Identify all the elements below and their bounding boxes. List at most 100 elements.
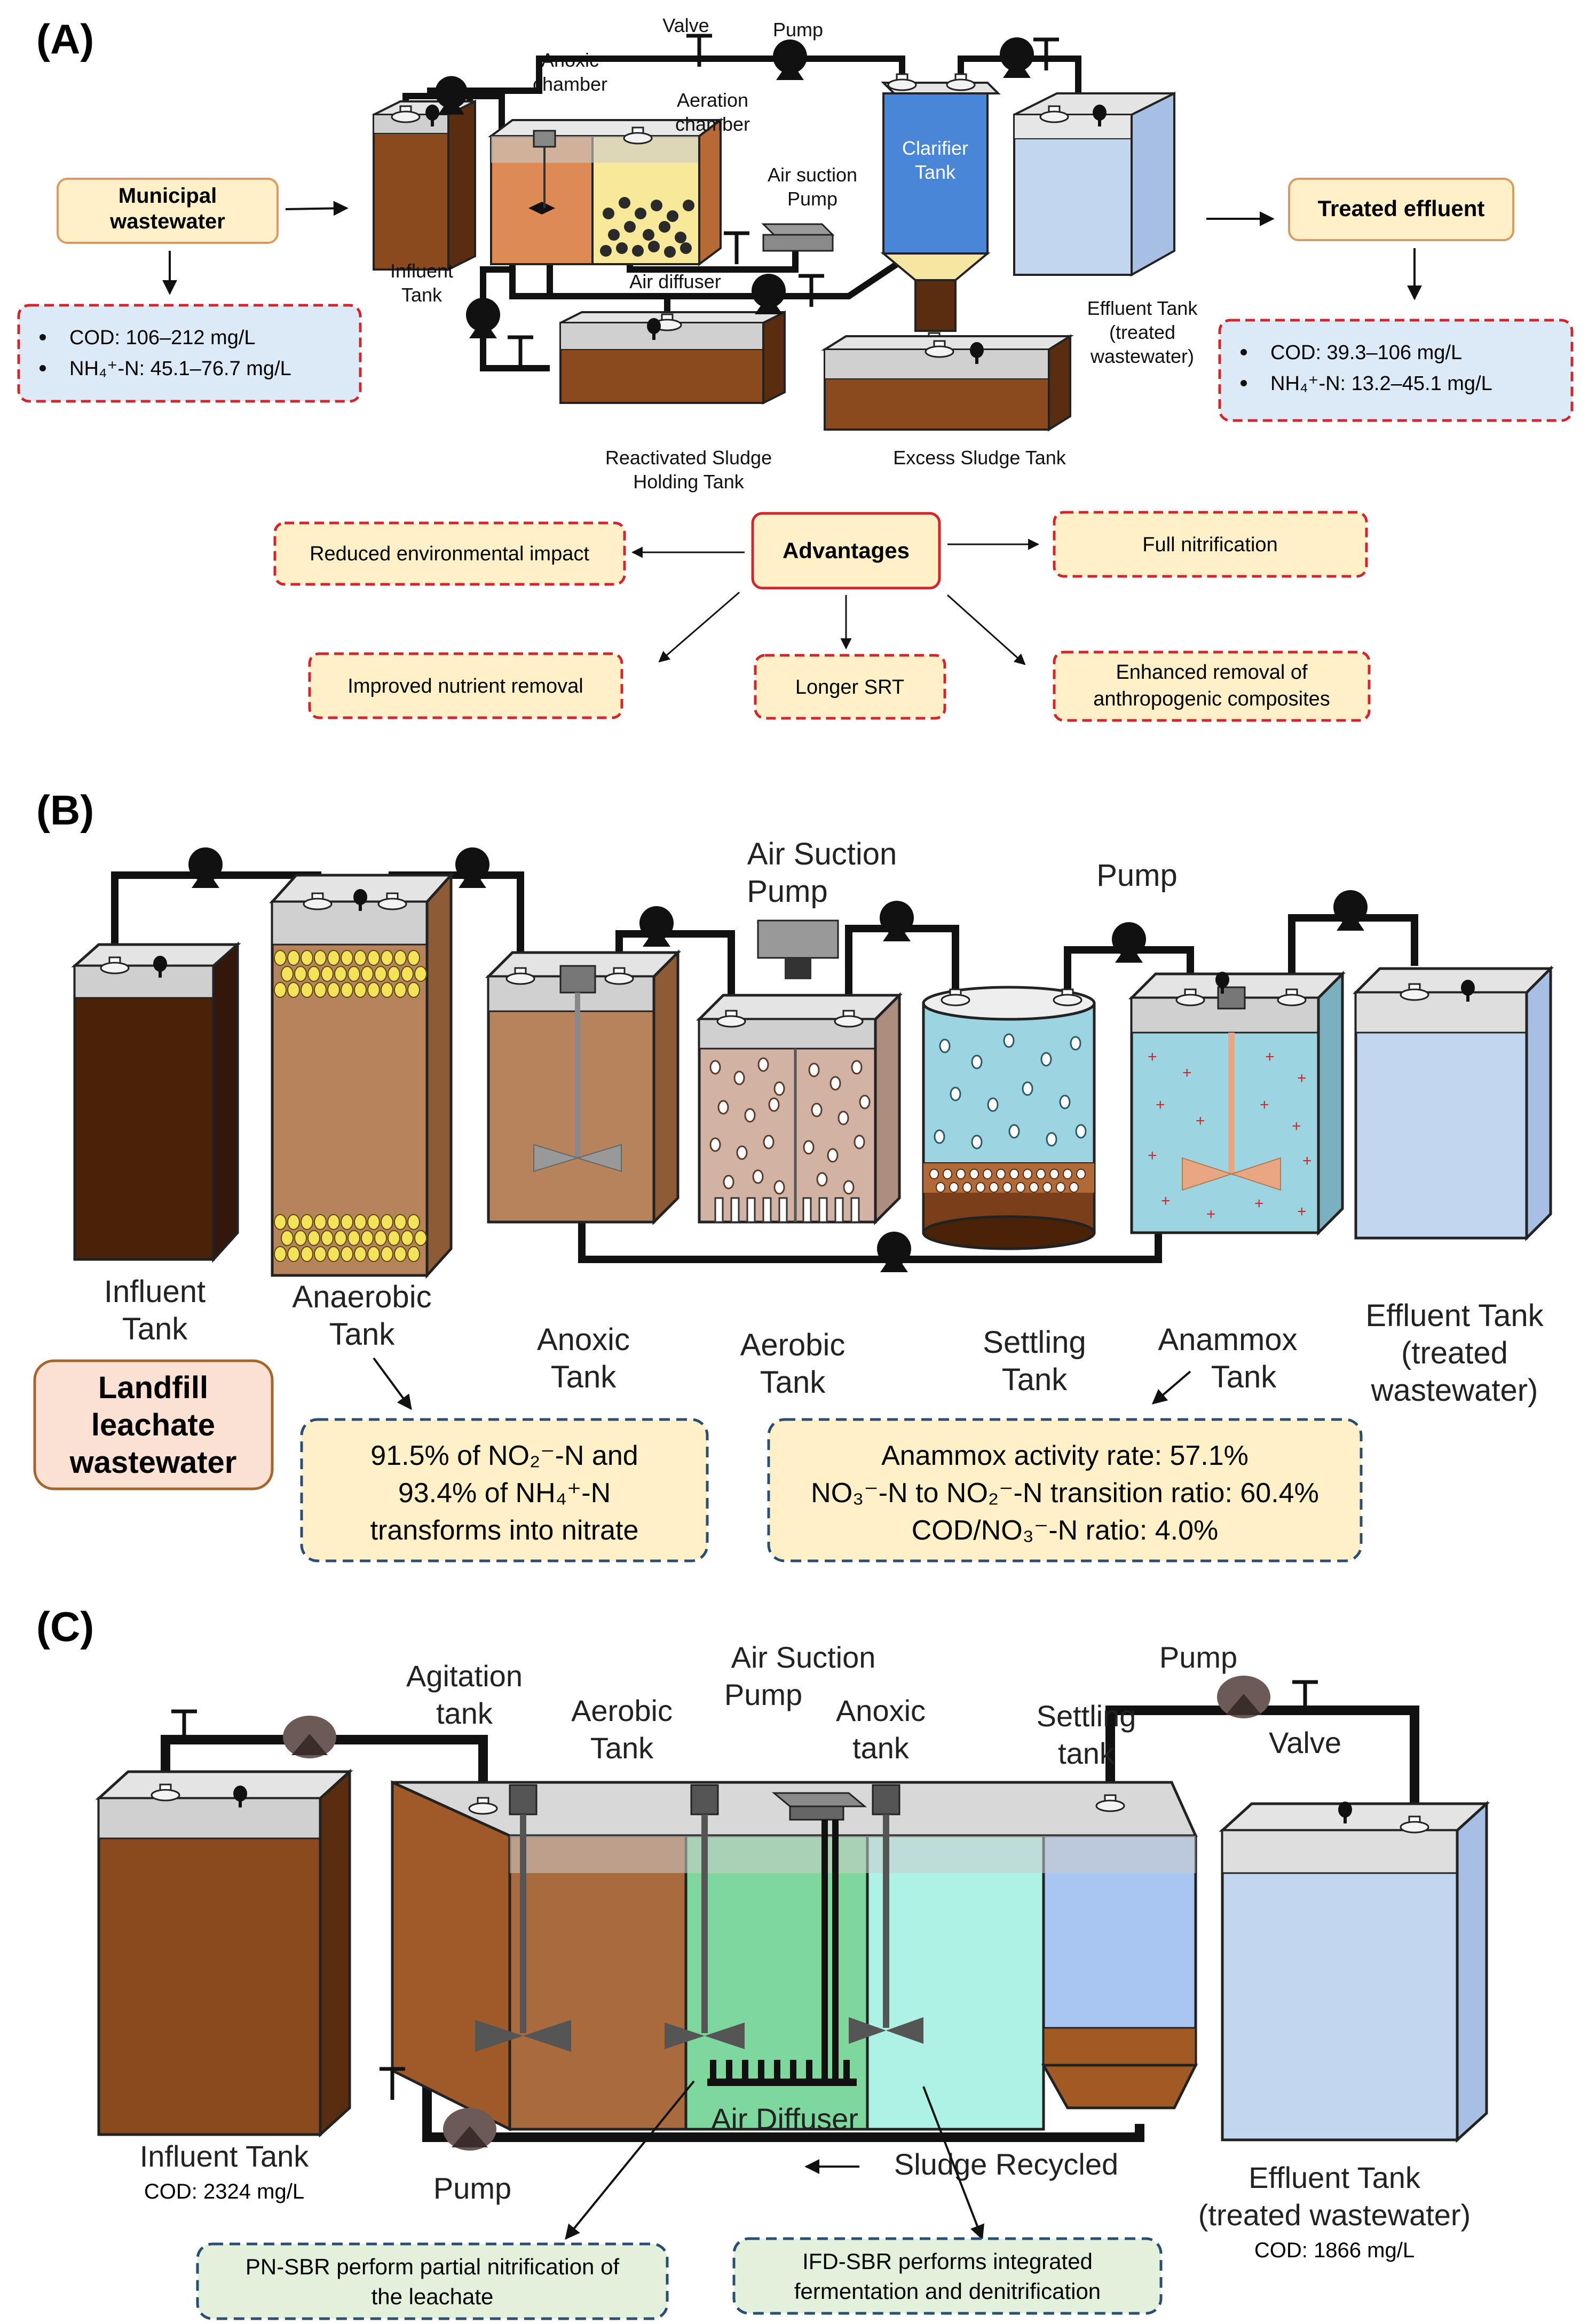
advantages-label: Advantages — [783, 538, 910, 563]
influent-nh4: NH₄⁺-N: 45.1–76.7 mg/L — [69, 358, 291, 380]
nitrification-line: 93.4% of NH₄⁺-N — [398, 1478, 611, 1509]
svg-text:+: + — [1156, 1096, 1165, 1114]
mixers-c — [475, 1784, 923, 2081]
anaerobic-media-bottom — [274, 1214, 427, 1262]
reactivated-sludge-label: Reactivated Sludge — [605, 447, 772, 469]
anammox-line: NO₃⁻-N to NO₂⁻-N transition ratio: 60.4% — [811, 1478, 1319, 1509]
anammox-tank-label: Anammox — [1158, 1322, 1297, 1357]
adv-box — [754, 654, 946, 720]
air-suction-pump-label-b: Pump — [747, 874, 828, 909]
svg-text:+: + — [1260, 1096, 1269, 1114]
anammox-line: COD/NO₃⁻-N ratio: 4.0% — [912, 1515, 1219, 1546]
settling-tank-label-b: Settling — [983, 1325, 1086, 1360]
landfill-label: leachate — [91, 1408, 215, 1442]
effluent-cod: COD: 39.3–106 mg/L — [1270, 342, 1462, 364]
pump-icon — [455, 847, 489, 888]
svg-text:+: + — [1161, 1192, 1171, 1210]
excess-sludge-label: Excess Sludge Tank — [893, 447, 1066, 469]
anoxic-tank-b — [485, 949, 682, 1226]
municipal-label: wastewater — [109, 210, 225, 233]
aerobic-bubbles-b — [709, 1057, 871, 1195]
anammox-tank-label: Tank — [1211, 1360, 1277, 1394]
pn-sbr-line: the leachate — [372, 2284, 494, 2309]
aerobic-tank-label-b: Tank — [760, 1365, 826, 1400]
influent-cod-c: COD: 2324 mg/L — [144, 2180, 304, 2203]
pump-icon — [1112, 922, 1146, 963]
sludge-recycled-label: Sludge Recycled — [894, 2147, 1118, 2181]
panel-b: (B) — [33, 787, 1554, 1562]
treated-effluent-box: Treated effluent — [1288, 178, 1514, 241]
anaerobic-media-top — [274, 950, 427, 998]
valve-icon — [508, 336, 533, 368]
pump-icon — [639, 906, 674, 947]
influent-tank-label-c: Influent Tank — [140, 2139, 310, 2173]
air-diffuser-c — [707, 2060, 857, 2086]
effluent-tank-label-a: Effluent Tank — [1087, 297, 1198, 319]
ifd-sbr-line: IFD-SBR performs integrated — [802, 2249, 1093, 2274]
anoxic-chamber-label: Anoxic — [541, 49, 599, 71]
arrow-adv-5 — [946, 594, 1026, 665]
anammox-particles: ++++ ++++ ++++++ — [1148, 1048, 1312, 1223]
adv-box — [273, 521, 626, 586]
pipe-b-return — [578, 1222, 1162, 1263]
pump-label-a: Pump — [773, 19, 823, 41]
svg-text:+: + — [1265, 1048, 1275, 1066]
air-suction-pump-label-a: Pump — [787, 188, 837, 210]
agitation-tank-label: Agitation — [406, 1659, 523, 1693]
anoxic-chamber-label: chamber — [533, 73, 607, 95]
air-suction-pump-label-a: Air suction — [768, 164, 857, 186]
pump-top-label-c: Pump — [1159, 1640, 1237, 1674]
effluent-quality-box: COD: 39.3–106 mg/L NH₄⁺-N: 13.2–45.1 mg/… — [1218, 319, 1574, 422]
aerobic-tank-label-c: Aerobic — [571, 1694, 673, 1727]
svg-text:+: + — [1148, 1147, 1157, 1164]
effluent-tank-c — [1219, 1802, 1490, 2143]
valve-icon — [724, 232, 749, 264]
pump-icon — [877, 1232, 911, 1272]
adv-improved-nutrient: Improved nutrient removal — [347, 675, 583, 697]
air-diffuser-label-a: Air diffuser — [629, 271, 721, 292]
svg-text:+: + — [1254, 1195, 1264, 1212]
aerobic-tank-label-c: Tank — [590, 1731, 654, 1765]
pump-icon — [466, 298, 500, 338]
pn-sbr-box: PN-SBR perform partial nitrification of … — [196, 2242, 669, 2320]
pump-icon — [1000, 37, 1034, 78]
pump-icon — [1217, 1676, 1270, 1718]
valve-label-c: Valve — [1269, 1726, 1341, 1759]
effluent-tank-b — [1352, 965, 1554, 1242]
reactivated-sludge-label: Holding Tank — [633, 471, 744, 493]
anaerobic-tank-label: Tank — [329, 1317, 396, 1352]
anoxic-tank-label-c: Anoxic — [836, 1694, 926, 1727]
panel-c: (C) — [36, 1603, 1490, 2320]
air-diffuser-label-c: Air Diffuser — [711, 2102, 858, 2136]
pump-bottom-label-c: Pump — [433, 2171, 511, 2205]
settling-tank-b — [922, 986, 1096, 1250]
effluent-tank-label-b: wastewater) — [1371, 1373, 1538, 1408]
effluent-tank-label-c: (treated wastewater) — [1198, 2198, 1471, 2232]
panel-a: (A) — [17, 14, 1574, 722]
pump-icon — [188, 847, 223, 888]
influent-tank-label-b: Tank — [122, 1312, 188, 1346]
arrow-pn-box — [565, 2080, 695, 2240]
landfill-box: Landfill leachate wastewater — [33, 1359, 274, 1490]
effluent-tank-a — [1013, 91, 1175, 277]
valve-icon — [799, 275, 824, 307]
aeration-bubbles-a — [600, 197, 694, 258]
anaerobic-tank-label: Anaerobic — [292, 1280, 431, 1314]
valve-label-a: Valve — [662, 14, 709, 36]
effluent-nh4: NH₄⁺-N: 13.2–45.1 mg/L — [1270, 372, 1492, 395]
nitrification-line: 91.5% of NO₂⁻-N and — [370, 1440, 638, 1471]
svg-text:+: + — [1206, 1205, 1216, 1223]
pump-icon — [1333, 890, 1368, 931]
nitrification-box: 91.5% of NO₂⁻-N and 93.4% of NH₄⁺-N tran… — [300, 1418, 709, 1562]
clarifier-label: Clarifier — [902, 137, 968, 159]
advantages-box: Advantages — [751, 512, 941, 590]
adv-enhanced-removal: Enhanced removal of — [1116, 661, 1308, 684]
settling-tank-label-c: Settling — [1037, 1699, 1136, 1733]
pump-icon — [283, 1716, 336, 1758]
clarifier-tank — [880, 73, 1001, 350]
settling-tank-label-c: tank — [1058, 1736, 1115, 1770]
arrow-municipal-influent — [285, 201, 349, 216]
anoxic-tank-label-b: Tank — [551, 1360, 617, 1394]
influent-quality-box: COD: 106–212 mg/L NH₄⁺-N: 45.1–76.7 mg/L — [17, 304, 362, 403]
